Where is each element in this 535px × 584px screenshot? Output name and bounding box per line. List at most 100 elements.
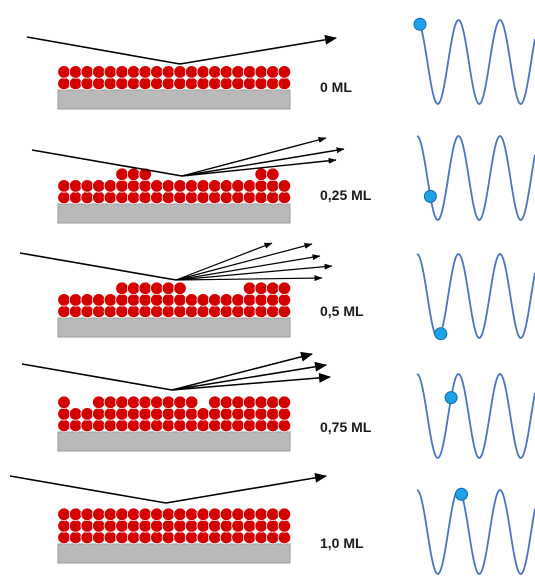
atom [277,293,292,307]
atom [219,407,234,421]
atom [231,418,245,433]
atom [68,507,83,522]
atom [231,507,245,522]
atom-layers [57,507,292,545]
atom [161,65,176,79]
atom [184,190,199,205]
atom [57,418,71,433]
atom [219,190,234,205]
atom [242,519,257,533]
atom [115,407,129,421]
atom [254,281,268,296]
atom [277,530,292,545]
reflected-beam [181,157,337,177]
coverage-label: 0 ML [320,79,352,95]
atom [80,293,94,307]
substrate [57,203,291,224]
atom [115,190,129,205]
reflected-beam [175,243,313,281]
atom [231,65,245,79]
atom [115,179,129,193]
panel-2-half-monolayer: 0,5 ML [19,242,535,341]
atom [150,179,164,193]
panel-3-three-quarter-monolayer: 0,75 ML [21,351,535,459]
atom [173,507,187,522]
atom [68,530,83,545]
reflected-beam [175,263,333,281]
atom [184,65,199,79]
atom [161,507,176,522]
atom [80,190,94,205]
atom [231,519,245,533]
atom [68,76,83,91]
coverage-label: 0,5 ML [320,303,364,319]
panel-0-monolayer: 0 ML [26,17,535,110]
atom [219,293,234,307]
atom [138,167,152,182]
atom [138,530,152,545]
atom [208,190,222,205]
atom [126,407,141,421]
atom [219,507,234,522]
atom [92,530,106,545]
atom [126,418,141,433]
atom [150,281,164,296]
atom [68,519,83,533]
atom [115,395,129,410]
atom [242,418,257,433]
atom [57,190,71,205]
atom [242,281,257,296]
atom [254,76,268,91]
reflected-beam [175,254,321,281]
reflected-beam [171,361,327,391]
atom [196,190,210,205]
atom [196,65,210,79]
atom [150,304,164,319]
atom [184,76,199,91]
atom [254,293,268,307]
atom [161,304,176,319]
atom [242,304,257,319]
atom [57,507,71,522]
atom [173,293,187,307]
reflected-beam [181,137,327,177]
atom [184,304,199,319]
atom [173,304,187,319]
atom [173,519,187,533]
coverage-label: 1,0 ML [320,535,364,551]
panel-4-full-monolayer: 1,0 ML [9,472,535,575]
intensity-wave [416,373,535,459]
atom [254,304,268,319]
atom [277,281,292,296]
atom [126,167,141,182]
atom-layers [57,65,292,91]
atom [138,507,152,522]
atom [150,395,164,410]
atom [68,179,83,193]
atom [266,304,280,319]
atom [57,179,71,193]
atom [138,281,152,296]
reflected-beam [179,34,337,65]
atom [266,293,280,307]
atom [80,304,94,319]
atom [103,507,118,522]
atom [242,407,257,421]
atom [196,304,210,319]
atom [231,293,245,307]
atom [138,395,152,410]
atom [115,167,129,182]
atom [103,293,118,307]
atom [80,76,94,91]
atom [138,179,152,193]
atom [92,507,106,522]
atom [57,395,71,410]
atom [115,293,129,307]
intensity-wave [416,489,535,575]
atom [266,190,280,205]
atom [92,519,106,533]
atom [161,76,176,91]
atom [184,507,199,522]
atom [150,519,164,533]
atom [150,293,164,307]
